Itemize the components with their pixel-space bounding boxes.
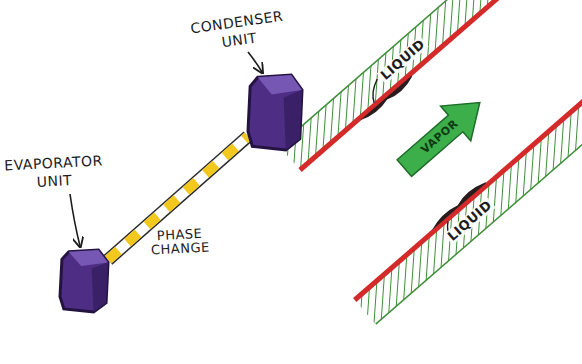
- block-face: [69, 250, 108, 266]
- block-body: [60, 250, 108, 312]
- tube-outline: [108, 136, 248, 260]
- leader-arrow: [248, 52, 262, 72]
- liquid-label: LIQUID: [444, 197, 497, 245]
- wick-line: [300, 0, 504, 170]
- evaporator-block: EVAPORATOR UNIT: [60, 250, 108, 312]
- condenser-block: CONDENSER UNIT: [248, 75, 302, 150]
- pipe-wall-hatching: [279, 0, 504, 170]
- block-outline: [248, 75, 302, 150]
- leader-arrow: [70, 194, 80, 246]
- unit-heading: CONDENSER UNIT: [184, 6, 292, 56]
- liquid-label: LIQUID: [377, 36, 430, 84]
- tube-stripes: [108, 136, 248, 260]
- vapor-flow-arrow: [389, 85, 495, 185]
- block-body: [248, 75, 302, 150]
- block-outline: [60, 250, 108, 312]
- vapor-label: VAPOR: [418, 116, 463, 157]
- pipe-wall-edge: [376, 114, 582, 324]
- heat-pipe-tube: [108, 136, 248, 260]
- pipe-section: [246, 0, 582, 324]
- phase-change-label: PHASE CHANGE: [139, 226, 220, 259]
- block-face: [258, 75, 302, 95]
- block-face: [284, 90, 302, 150]
- unit-heading: EVAPORATOR UNIT: [0, 151, 111, 193]
- tube-body: [108, 136, 248, 260]
- block-face: [92, 262, 108, 312]
